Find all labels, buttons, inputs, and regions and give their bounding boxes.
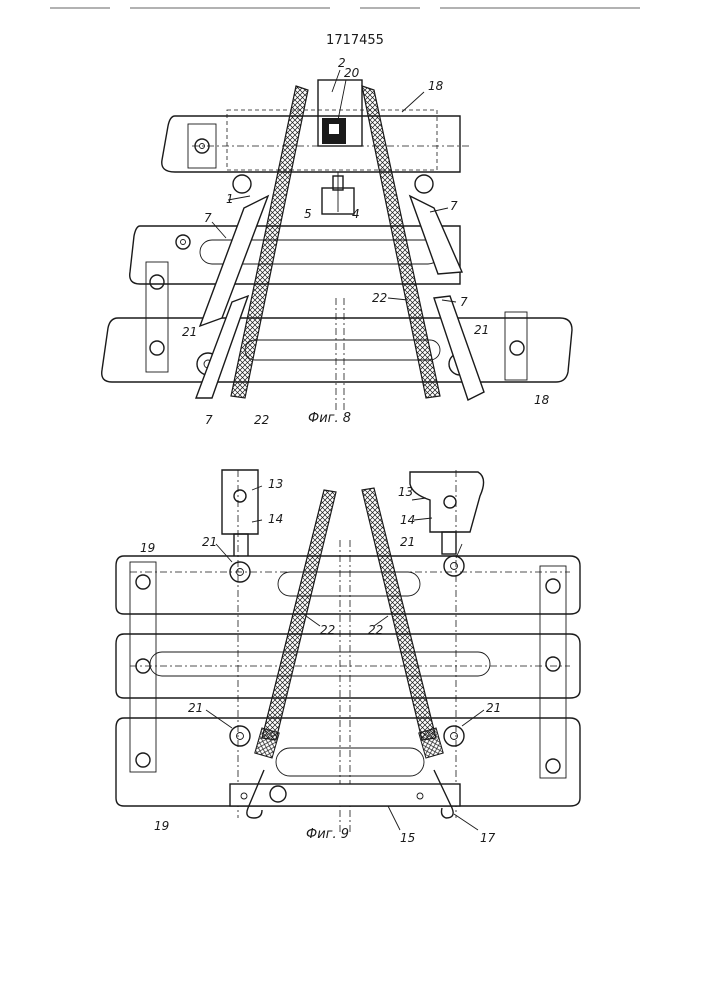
fig8-label-1: 1	[226, 192, 234, 206]
fig8-roller	[415, 175, 433, 193]
fig9-label-15: 15	[400, 831, 415, 845]
fig9-label-13: 13	[398, 485, 413, 499]
fig8-label-7: 7	[460, 295, 468, 309]
fig9-leader	[388, 806, 400, 830]
fig9-caption: Фиг. 9	[306, 827, 349, 842]
fig8-label-21: 21	[182, 325, 197, 339]
fig8-label-7: 7	[450, 199, 458, 213]
fig8-label-7: 7	[205, 413, 213, 427]
fig9-cable-22-left	[262, 490, 336, 740]
fig9-label-14: 14	[400, 513, 415, 527]
fig9-leader	[306, 616, 320, 626]
fig9-rod-14-right	[442, 532, 456, 554]
fig8-cam-20-inner	[329, 124, 339, 134]
fig9-leader	[454, 814, 478, 830]
fig8-label-22: 22	[254, 413, 269, 427]
fig9-label-21: 21	[202, 535, 217, 549]
fig9-fitting-13-right	[410, 472, 484, 532]
fig8-label-5: 5	[304, 207, 312, 221]
fig9-label-22: 22	[368, 623, 383, 637]
fig8-label-22: 22	[372, 291, 387, 305]
fig8-label-4: 4	[352, 207, 360, 221]
fig9-leader	[412, 498, 426, 500]
fig8-leader	[332, 70, 340, 92]
patent-number: 1717455	[326, 33, 384, 48]
fig8-caption: Фиг. 8	[308, 411, 351, 426]
figure-9: 13 14 13 14 19 21 21 22 22 21 21 19 15 1…	[116, 470, 580, 845]
fig9-plate-19-top	[116, 556, 580, 614]
fig8-leader	[338, 80, 346, 120]
fig8-label-20: 20	[344, 66, 360, 80]
fig8-label-7: 7	[204, 211, 212, 225]
fig8-label-18: 18	[428, 79, 444, 93]
fig9-label-21: 21	[400, 535, 415, 549]
fig9-bar-15	[230, 784, 460, 806]
fig8-leader	[402, 92, 424, 112]
fig9-label-17: 17	[480, 831, 496, 845]
fig9-label-19: 19	[140, 541, 155, 555]
fig8-lower-plate	[102, 318, 572, 382]
fig9-label-14: 14	[268, 512, 283, 526]
fig9-label-21: 21	[486, 701, 501, 715]
fig9-label-19: 19	[154, 819, 169, 833]
fig8-label-18: 18	[534, 393, 550, 407]
fig9-label-22: 22	[320, 623, 335, 637]
figure-8: 2 20 18 1 5 4 7 7 7 7 22 22 21 21 18 Фиг…	[102, 56, 572, 427]
fig8-label-21: 21	[474, 323, 489, 337]
fig8-roller	[233, 175, 251, 193]
fig9-rod-14-left	[234, 534, 248, 558]
fig9-label-21: 21	[188, 701, 203, 715]
fig9-label-13: 13	[268, 477, 283, 491]
